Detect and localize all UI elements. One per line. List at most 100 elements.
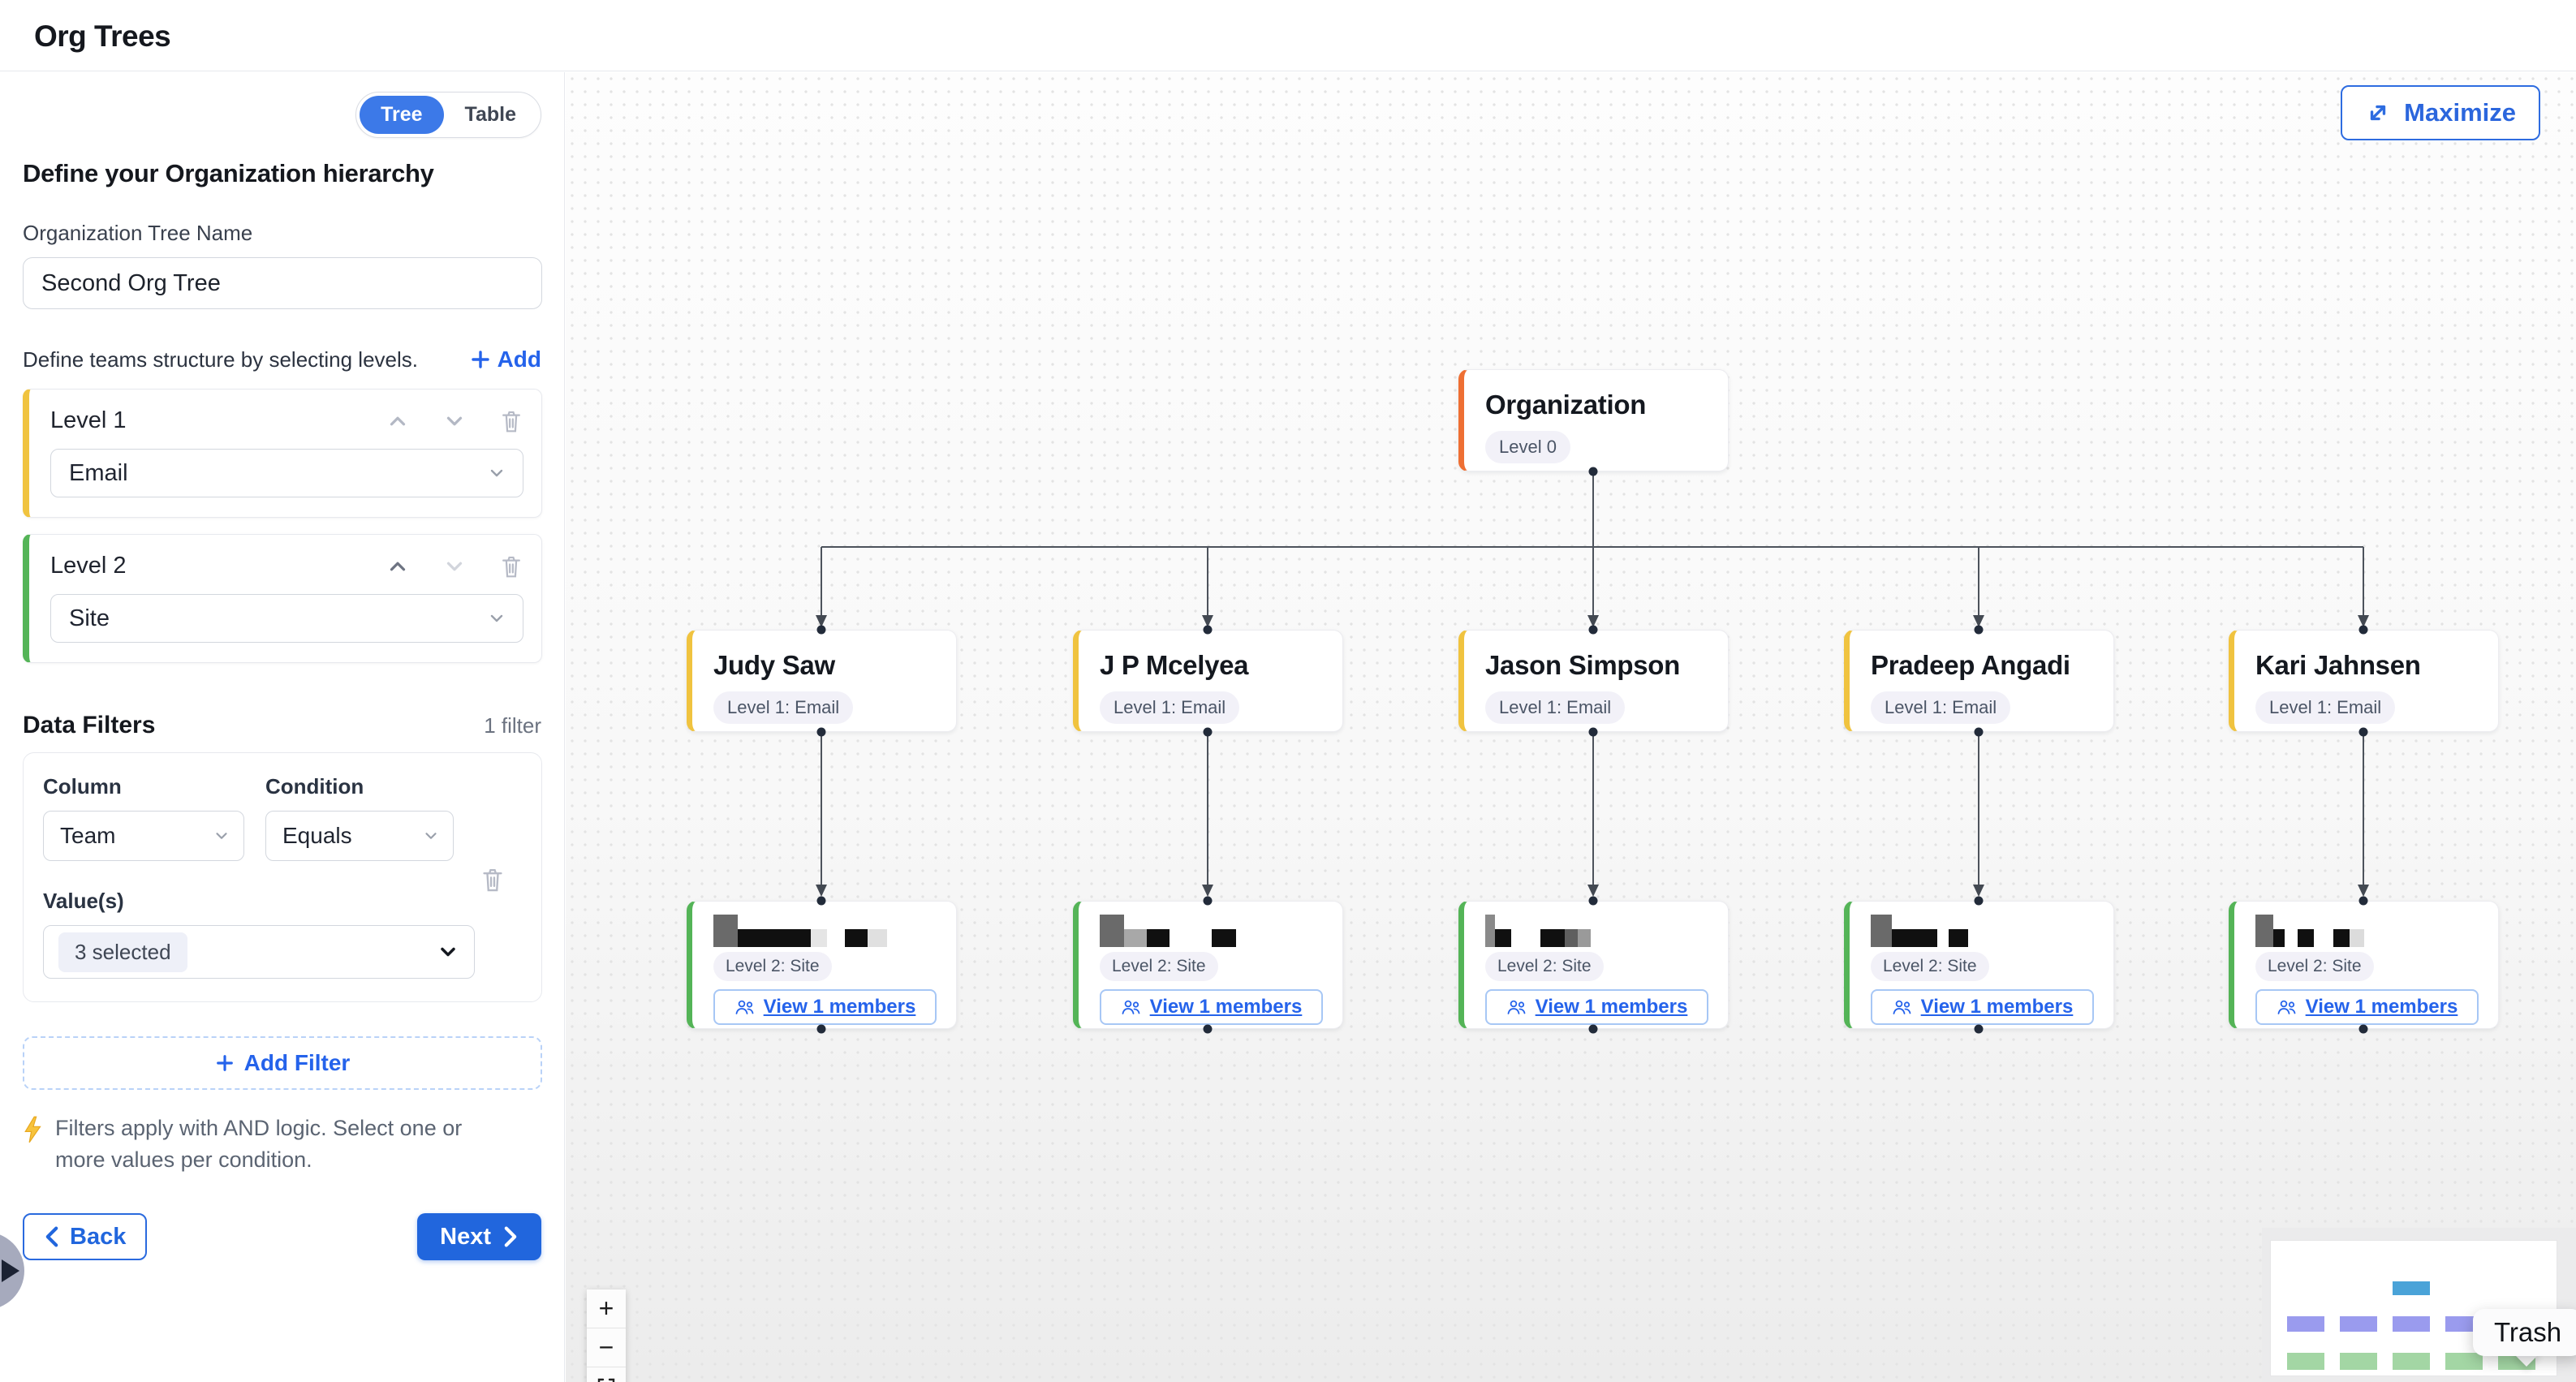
org-node-level2[interactable]: Level 2: Site View 1 members bbox=[1458, 901, 1729, 1029]
minus-icon: − bbox=[598, 1332, 614, 1362]
org-node-root[interactable]: Organization Level 0 bbox=[1458, 369, 1729, 471]
column-label: Column bbox=[43, 774, 122, 799]
plus-icon bbox=[471, 351, 489, 368]
next-button[interactable]: Next bbox=[417, 1213, 541, 1261]
org-node-level1[interactable]: Jason Simpson Level 1: Email bbox=[1458, 630, 1729, 732]
plus-icon bbox=[216, 1055, 233, 1071]
minimap-level1-node bbox=[2393, 1316, 2430, 1332]
filter-column-select[interactable]: Team bbox=[43, 811, 244, 861]
redacted-site-name bbox=[713, 915, 937, 947]
level-badge: Level 2: Site bbox=[1485, 952, 1604, 981]
level-card-1: Level 1 Email bbox=[23, 389, 542, 518]
plus-icon: + bbox=[598, 1294, 614, 1323]
level-badge: Level 2: Site bbox=[713, 952, 832, 981]
node-title: Organization bbox=[1485, 390, 1647, 420]
trash-icon[interactable] bbox=[499, 408, 523, 434]
level-badge: Level 1: Email bbox=[2255, 691, 2396, 724]
view-members-button[interactable]: View 1 members bbox=[713, 989, 937, 1025]
chevron-down-icon bbox=[490, 469, 503, 477]
sidebar-heading: Define your Organization hierarchy bbox=[23, 159, 434, 187]
toggle-tree[interactable]: Tree bbox=[360, 96, 444, 134]
users-icon bbox=[1122, 1000, 1140, 1014]
back-button[interactable]: Back bbox=[23, 1213, 148, 1261]
users-icon bbox=[1507, 1000, 1526, 1014]
users-icon bbox=[1893, 1000, 1911, 1014]
config-sidebar: Tree Table Define your Organization hier… bbox=[0, 72, 565, 1382]
view-members-button[interactable]: View 1 members bbox=[1485, 989, 1708, 1025]
level-card-2: Level 2 Site bbox=[23, 534, 542, 663]
filter-condition-select[interactable]: Equals bbox=[265, 811, 454, 861]
chevron-down-icon[interactable] bbox=[442, 554, 467, 579]
data-filters-heading: Data Filters bbox=[23, 712, 156, 738]
users-icon bbox=[2277, 1000, 2296, 1014]
minimap-level1-node bbox=[2340, 1316, 2377, 1332]
level-badge: Level 0 bbox=[1485, 431, 1570, 463]
fit-view-icon bbox=[597, 1378, 615, 1382]
redacted-site-name bbox=[1100, 915, 1323, 947]
view-members-button[interactable]: View 1 members bbox=[2255, 989, 2479, 1025]
canvas-zoom-controls: + − bbox=[587, 1289, 626, 1382]
org-node-level2[interactable]: Level 2: Site View 1 members bbox=[687, 901, 957, 1029]
level-badge: Level 1: Email bbox=[1100, 691, 1240, 724]
zoom-in-button[interactable]: + bbox=[587, 1289, 626, 1328]
filter-values-select[interactable]: 3 selected bbox=[43, 925, 475, 979]
tree-name-input[interactable] bbox=[23, 257, 542, 309]
chevron-up-icon[interactable] bbox=[386, 554, 410, 579]
level-1-column-select[interactable]: Email bbox=[50, 449, 523, 497]
view-members-button[interactable]: View 1 members bbox=[1100, 989, 1323, 1025]
org-node-level1[interactable]: Judy Saw Level 1: Email bbox=[687, 630, 957, 732]
filter-count: 1 filter bbox=[484, 713, 541, 738]
org-node-level1[interactable]: Kari Jahnsen Level 1: Email bbox=[2229, 630, 2499, 732]
chevron-down-icon[interactable] bbox=[442, 409, 467, 433]
org-node-level1[interactable]: J P Mcelyea Level 1: Email bbox=[1073, 630, 1343, 732]
trash-icon[interactable] bbox=[480, 866, 506, 893]
values-label: Value(s) bbox=[43, 889, 124, 913]
trash-icon[interactable] bbox=[499, 553, 523, 579]
users-icon bbox=[735, 1000, 754, 1014]
node-title: Jason Simpson bbox=[1485, 650, 1680, 680]
redacted-site-name bbox=[1871, 915, 2094, 947]
level-badge: Level 2: Site bbox=[1100, 952, 1218, 981]
node-title: J P Mcelyea bbox=[1100, 650, 1249, 680]
org-node-level1[interactable]: Pradeep Angadi Level 1: Email bbox=[1844, 630, 2114, 732]
app-header: Org Trees bbox=[0, 0, 2576, 71]
minimap-root-node bbox=[2393, 1281, 2430, 1295]
level-badge: Level 1: Email bbox=[1485, 691, 1626, 724]
minimap-level2-node bbox=[2445, 1353, 2483, 1370]
minimap-level2-node bbox=[2393, 1353, 2430, 1370]
add-level-button[interactable]: Add bbox=[470, 347, 541, 372]
level-badge: Level 2: Site bbox=[2255, 952, 2374, 981]
condition-label: Condition bbox=[265, 774, 364, 799]
org-node-level2[interactable]: Level 2: Site View 1 members bbox=[2229, 901, 2499, 1029]
chevron-down-icon bbox=[216, 833, 227, 839]
levels-description: Define teams structure by selecting leve… bbox=[23, 347, 418, 372]
org-tree-canvas[interactable]: Maximize Organization Level 0 Judy Saw L… bbox=[566, 72, 2576, 1382]
level-badge: Level 2: Site bbox=[1871, 952, 1989, 981]
node-title: Pradeep Angadi bbox=[1871, 650, 2070, 680]
maximize-icon bbox=[2370, 105, 2386, 121]
chevron-left-icon bbox=[45, 1226, 58, 1247]
redacted-site-name bbox=[1485, 915, 1708, 947]
chevron-down-icon bbox=[425, 833, 437, 839]
trash-tooltip: Trash bbox=[2473, 1309, 2576, 1356]
filters-note: Filters apply with AND logic. Select one… bbox=[55, 1116, 463, 1173]
view-mode-toggle: Tree Table bbox=[355, 92, 541, 138]
play-icon bbox=[2, 1259, 19, 1282]
level-2-column-select[interactable]: Site bbox=[50, 594, 523, 643]
org-node-level2[interactable]: Level 2: Site View 1 members bbox=[1073, 901, 1343, 1029]
minimap-level2-node bbox=[2340, 1353, 2377, 1370]
org-node-level2[interactable]: Level 2: Site View 1 members bbox=[1844, 901, 2114, 1029]
view-members-button[interactable]: View 1 members bbox=[1871, 989, 2094, 1025]
level-badge: Level 1: Email bbox=[713, 691, 854, 724]
zoom-out-button[interactable]: − bbox=[587, 1328, 626, 1367]
add-filter-button[interactable]: Add Filter bbox=[23, 1036, 542, 1090]
chevron-up-icon[interactable] bbox=[386, 409, 410, 433]
node-title: Judy Saw bbox=[713, 650, 835, 680]
toggle-table[interactable]: Table bbox=[464, 103, 516, 126]
maximize-button[interactable]: Maximize bbox=[2341, 85, 2540, 140]
chevron-down-icon bbox=[441, 947, 455, 957]
redacted-site-name bbox=[2255, 915, 2479, 947]
fit-view-button[interactable] bbox=[587, 1367, 626, 1382]
minimap-level2-node bbox=[2287, 1353, 2324, 1370]
level-label: Level 1 bbox=[50, 407, 127, 433]
